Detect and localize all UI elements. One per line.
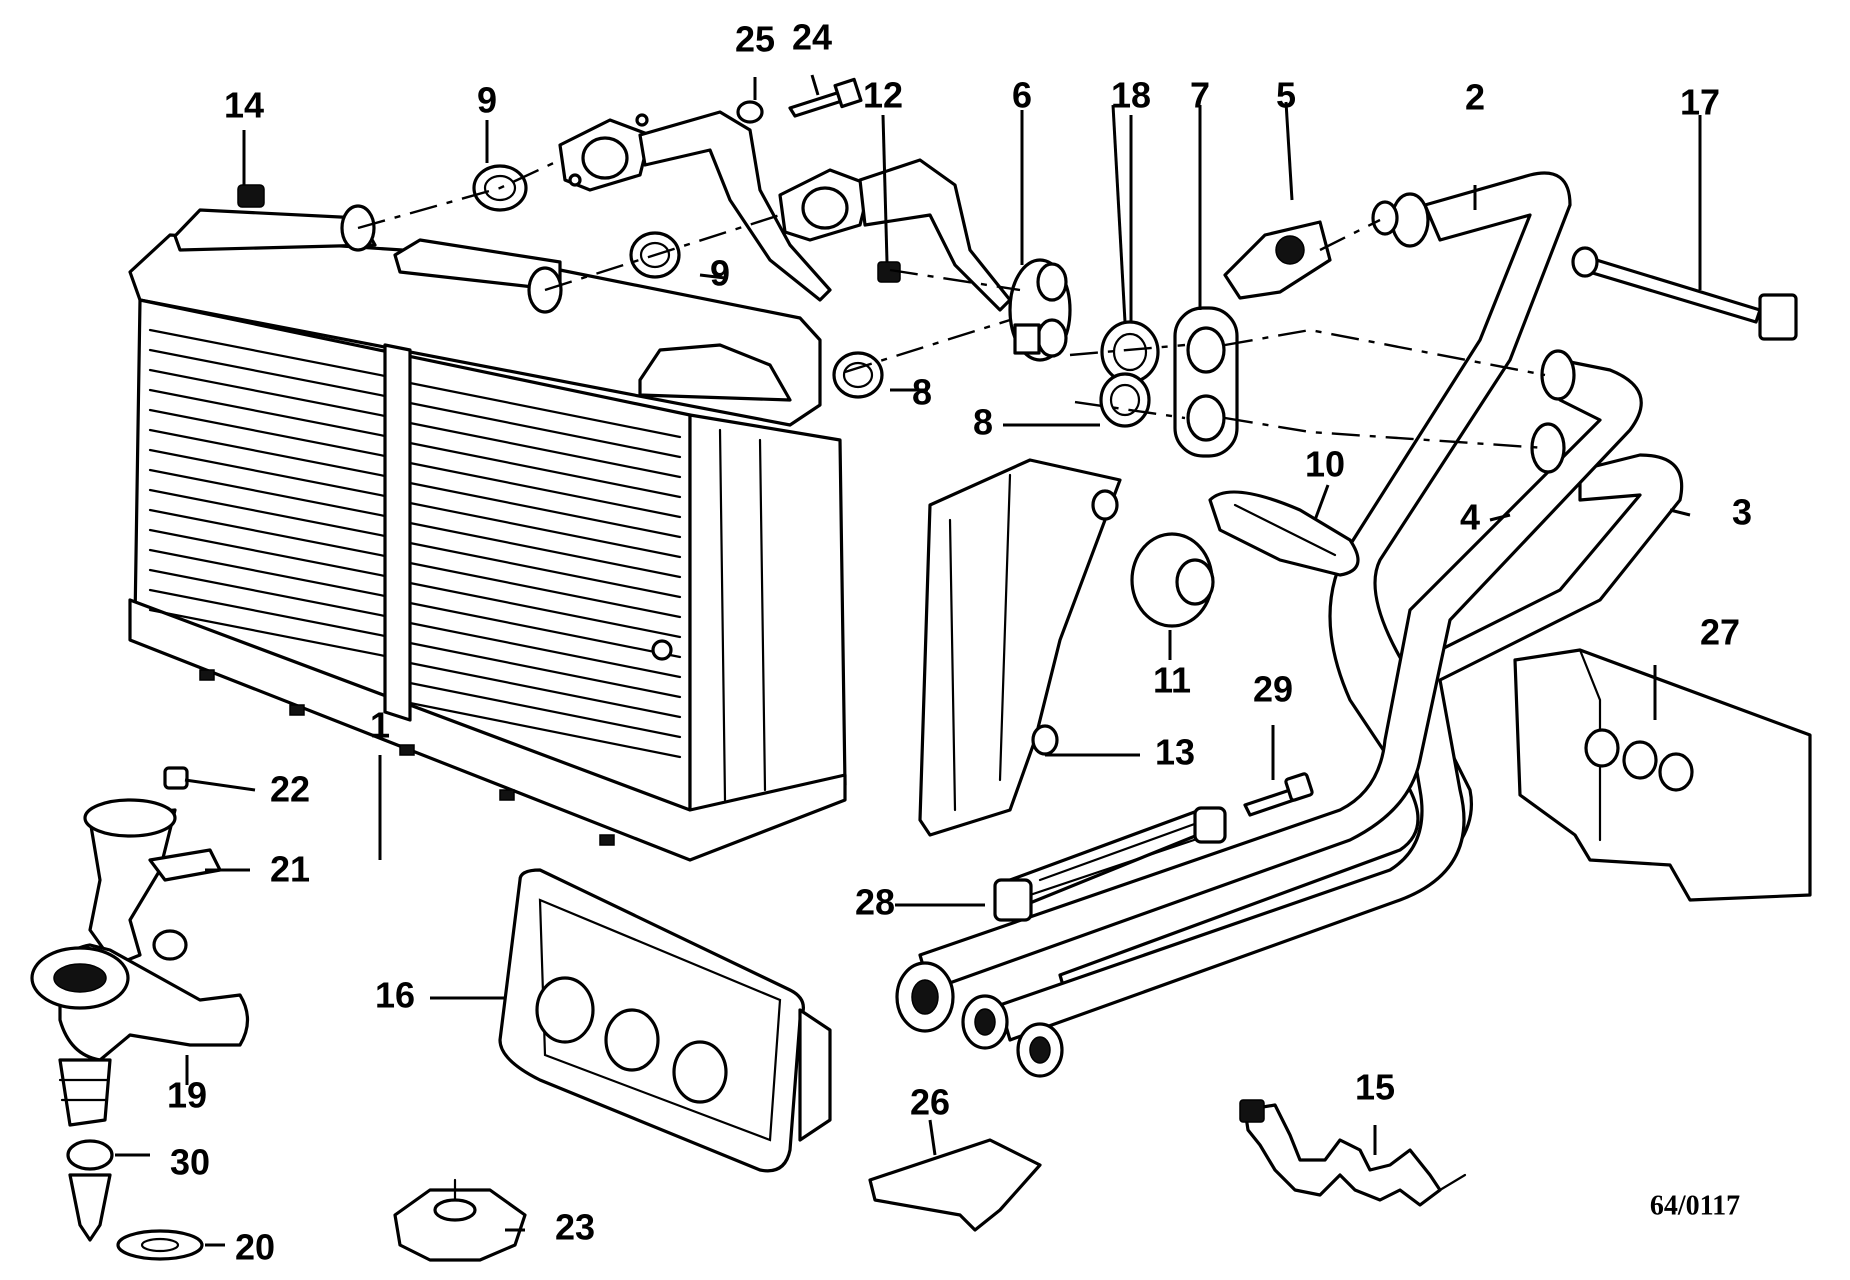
label-10: 10 xyxy=(1305,444,1345,485)
part-30-seal xyxy=(66,1139,114,1171)
part-24-bolt xyxy=(788,77,863,118)
label-26: 26 xyxy=(910,1082,950,1123)
part-17-sensor xyxy=(1571,246,1798,341)
label-20: 20 xyxy=(235,1227,275,1268)
part-28-bracket xyxy=(993,806,1227,922)
part-13-cover-plate xyxy=(918,458,1122,837)
label-5: 5 xyxy=(1276,75,1296,116)
label-11: 11 xyxy=(1153,660,1191,701)
pipe-ends xyxy=(895,961,1064,1078)
part-14-clip xyxy=(237,184,265,208)
label-30: 30 xyxy=(170,1142,210,1183)
label-15: 15 xyxy=(1355,1067,1395,1108)
label-22: 22 xyxy=(270,769,310,810)
label-19: 19 xyxy=(167,1075,207,1116)
label-1: 1 xyxy=(370,705,390,746)
label-13: 13 xyxy=(1155,732,1195,773)
label-17: 17 xyxy=(1680,82,1720,123)
part-5-valve-flange xyxy=(1223,200,1399,300)
part-8-seal-left xyxy=(832,351,884,399)
label-9b: 9 xyxy=(710,253,730,294)
part-8-seal-right xyxy=(1099,372,1151,428)
label-12: 12 xyxy=(863,75,903,116)
part-3-pipe xyxy=(998,453,1684,1042)
part-21-valve xyxy=(83,798,222,967)
label-25: 25 xyxy=(735,19,775,60)
part-11-grommet xyxy=(1130,532,1215,628)
label-9a: 9 xyxy=(477,80,497,121)
label-21: 21 xyxy=(270,849,310,890)
label-28: 28 xyxy=(855,882,895,923)
label-23: 23 xyxy=(555,1207,595,1248)
label-8b: 8 xyxy=(973,402,993,443)
label-3: 3 xyxy=(1732,492,1752,533)
label-6: 6 xyxy=(1012,75,1032,116)
part-26-plate xyxy=(868,1138,1042,1232)
label-27: 27 xyxy=(1700,612,1740,653)
part-19-elbow xyxy=(30,943,250,1127)
part-7-gasket xyxy=(1173,306,1239,458)
part-4-pipe xyxy=(918,349,1643,992)
part-15-clamp xyxy=(1239,1099,1467,1207)
diagram-code: 64/0117 xyxy=(1650,1190,1740,1221)
label-7: 7 xyxy=(1190,75,1210,116)
part-16-housing xyxy=(498,868,832,1173)
part-22-screw xyxy=(163,766,189,790)
part-labels: 1 2 3 4 5 6 7 8 8 9 9 10 11 12 13 14 15 … xyxy=(167,17,1752,1268)
label-14: 14 xyxy=(224,85,264,126)
label-8a: 8 xyxy=(912,372,932,413)
flange-pipe-assembly xyxy=(558,110,1072,362)
part-25-washer xyxy=(736,100,764,124)
label-24: 24 xyxy=(792,17,832,58)
leader-lines xyxy=(115,74,1702,1247)
part-10-gasket xyxy=(1208,490,1360,577)
label-29: 29 xyxy=(1253,669,1293,710)
label-18: 18 xyxy=(1111,75,1151,116)
label-4: 4 xyxy=(1460,497,1480,538)
part-23-nut xyxy=(393,1178,527,1262)
part-1-heater-radiator xyxy=(128,204,847,862)
part-20-washer xyxy=(116,1229,204,1261)
part-27-pad xyxy=(1513,648,1812,902)
part-29-bolt xyxy=(1243,772,1314,817)
label-16: 16 xyxy=(375,975,415,1016)
assembly-lines xyxy=(357,158,1546,450)
label-2: 2 xyxy=(1465,77,1485,118)
screw-tip xyxy=(68,1173,112,1242)
